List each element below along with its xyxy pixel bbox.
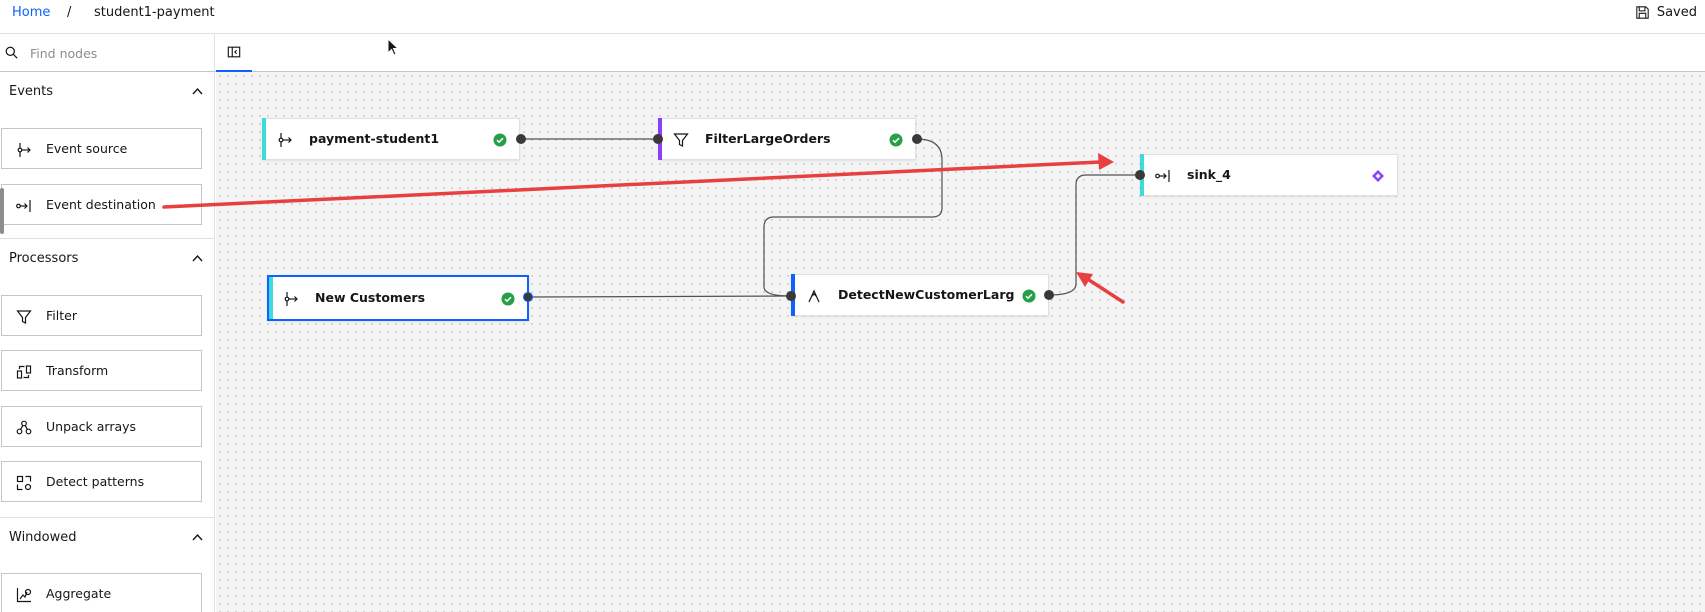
event-source-icon	[16, 142, 32, 158]
save-icon	[1636, 6, 1649, 19]
event-destination-icon	[1155, 168, 1171, 184]
output-port[interactable]	[523, 292, 533, 302]
section-events[interactable]: Events	[0, 72, 215, 112]
node-filterlargeorders[interactable]: FilterLargeOrders	[658, 118, 916, 160]
section-processors[interactable]: Processors	[0, 239, 215, 279]
check-circle-icon	[1022, 289, 1036, 303]
event-source-icon	[283, 291, 299, 307]
panel-collapse-icon	[227, 45, 241, 59]
detect-patterns-icon	[806, 288, 822, 304]
transform-icon	[16, 364, 32, 380]
palette-item-label: Unpack arrays	[46, 419, 136, 434]
node-search	[0, 34, 215, 72]
palette-item-label: Event source	[46, 141, 127, 156]
palette-item-label: Transform	[46, 363, 108, 378]
chevron-up-icon	[192, 533, 203, 541]
palette-item-label: Aggregate	[46, 586, 111, 601]
palette-item-detect-patterns[interactable]: Detect patterns	[1, 461, 202, 502]
palette-item-label: Event destination	[46, 197, 156, 212]
mouse-cursor-icon	[387, 38, 399, 56]
input-port[interactable]	[786, 291, 796, 301]
output-port[interactable]	[1044, 290, 1054, 300]
check-circle-icon	[501, 292, 515, 306]
node-type-bar	[269, 277, 273, 319]
breadcrumb-home-link[interactable]: Home	[12, 5, 50, 20]
node-label: FilterLargeOrders	[705, 131, 875, 146]
palette-item-unpack-arrays[interactable]: Unpack arrays	[1, 406, 202, 447]
toolbar-row	[0, 34, 1705, 72]
search-input[interactable]	[30, 40, 210, 66]
node-new-customers[interactable]: New Customers	[267, 275, 529, 321]
node-payment-student1[interactable]: payment-student1	[262, 118, 520, 160]
node-sink-4[interactable]: sink_4	[1140, 154, 1398, 196]
event-destination-icon	[16, 198, 32, 214]
palette-item-label: Filter	[46, 308, 77, 323]
palette-item-transform[interactable]: Transform	[1, 350, 202, 391]
top-bar: Home / student1-payment Saved	[0, 0, 1705, 34]
save-status: Saved	[1636, 5, 1697, 20]
breadcrumb-separator: /	[67, 5, 71, 20]
node-type-bar	[262, 118, 266, 160]
palette-item-event-source[interactable]: Event source	[1, 128, 202, 169]
chevron-up-icon	[192, 87, 203, 95]
node-detect-new-customer-large-orders[interactable]: DetectNewCustomerLargeO...	[791, 274, 1049, 316]
node-label: payment-student1	[309, 131, 479, 146]
breadcrumb-current: student1-payment	[94, 5, 215, 20]
section-windowed[interactable]: Windowed	[0, 518, 215, 558]
configure-diamond-icon	[1371, 169, 1385, 183]
node-label: sink_4	[1187, 167, 1357, 182]
palette-item-filter[interactable]: Filter	[1, 295, 202, 336]
save-status-label: Saved	[1657, 5, 1697, 20]
input-port[interactable]	[653, 134, 663, 144]
node-label: DetectNewCustomerLargeO...	[838, 287, 1014, 302]
aggregate-icon	[16, 587, 32, 603]
section-title: Processors	[9, 251, 78, 266]
node-label: New Customers	[315, 290, 485, 305]
filter-icon	[16, 309, 32, 325]
output-port[interactable]	[912, 134, 922, 144]
drag-handle[interactable]	[0, 188, 4, 234]
event-source-icon	[277, 132, 293, 148]
filter-icon	[673, 132, 689, 148]
section-title: Events	[9, 84, 53, 99]
collapse-palette-button[interactable]	[216, 34, 252, 72]
search-icon	[5, 46, 18, 59]
check-circle-icon	[889, 133, 903, 147]
palette-item-event-destination[interactable]: Event destination	[1, 184, 202, 225]
section-title: Windowed	[9, 530, 77, 545]
detect-patterns-icon	[16, 475, 32, 491]
unpack-arrays-icon	[16, 420, 32, 436]
input-port[interactable]	[1135, 170, 1145, 180]
output-port[interactable]	[516, 134, 526, 144]
palette-item-label: Detect patterns	[46, 474, 144, 489]
chevron-up-icon	[192, 254, 203, 262]
palette-item-aggregate[interactable]: Aggregate	[1, 573, 202, 612]
node-palette: Events Event source Event destination Pr…	[0, 72, 215, 612]
check-circle-icon	[493, 133, 507, 147]
